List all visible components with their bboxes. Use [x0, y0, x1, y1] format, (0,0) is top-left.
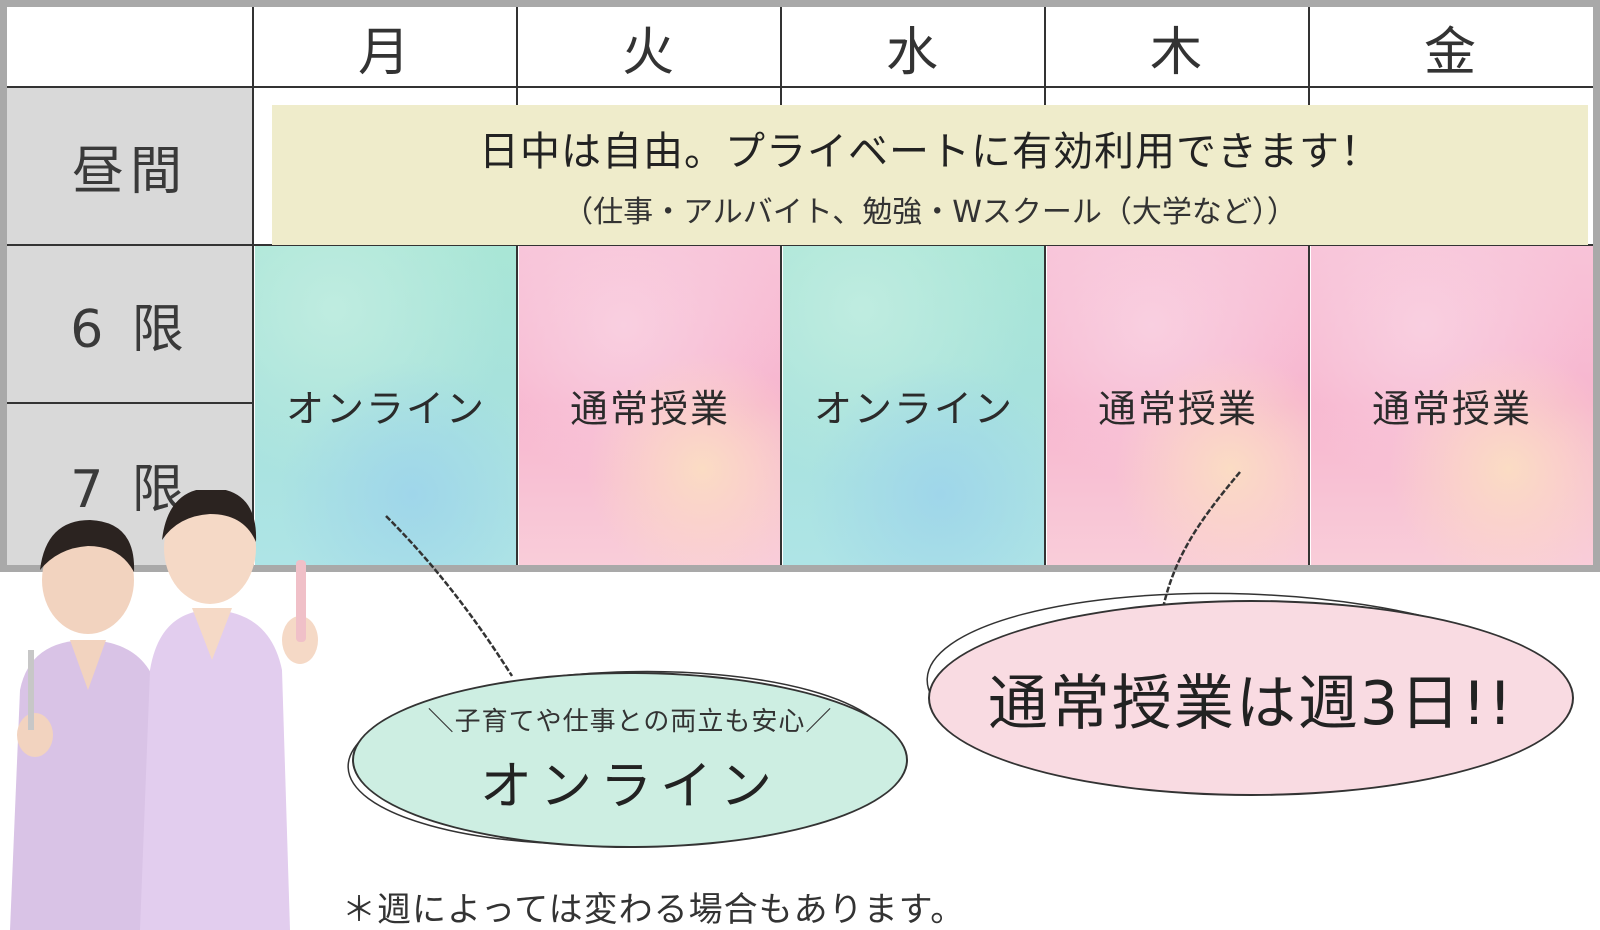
- grid-line: [1044, 7, 1046, 565]
- class-cell-fri: 通常授業: [1311, 245, 1593, 565]
- class-label-wed: オンライン: [813, 386, 1014, 431]
- class-label-tue: 通常授業: [569, 386, 730, 431]
- staff-illustration: [10, 490, 318, 930]
- class-label-thu: 通常授業: [1097, 386, 1258, 431]
- timetable: 昼間 6 限 7 限 月 火 水 木 金 オンライン 通常授業 オンライン 通常…: [0, 0, 1600, 572]
- footnote: ＊週によっては変わる場合もあります。: [342, 890, 966, 930]
- lunch-main-text: 日中は自由。プライベートに有効利用できます！: [479, 129, 1381, 175]
- day-header-mon: 月: [357, 22, 412, 83]
- class-cell-tue: 通常授業: [519, 245, 781, 565]
- grid-line: [516, 7, 518, 565]
- online-callout-subtext: ＼子育てや仕事との両立も安心／: [427, 707, 833, 737]
- staff-person-right: [140, 490, 318, 930]
- grid-line: [7, 402, 253, 404]
- class-label-fri: 通常授業: [1371, 386, 1532, 431]
- lunch-free-time-band: 日中は自由。プライベートに有効利用できます！ （仕事・アルバイト、勉強・Wスクー…: [272, 105, 1588, 245]
- row-label-period-6: 6 限: [7, 245, 253, 403]
- staff-person-left: [10, 520, 170, 930]
- row-label-lunch: 昼間: [7, 87, 253, 245]
- grid-line: [1308, 7, 1310, 565]
- normal-class-callout-bubble: 通常授業は週3日!!: [928, 600, 1574, 796]
- day-header-thu: 木: [1149, 22, 1204, 83]
- day-header-wed: 水: [885, 22, 940, 83]
- normal-class-callout-title: 通常授業は週3日!!: [987, 668, 1515, 739]
- class-label-mon: オンライン: [285, 386, 486, 431]
- class-cell-thu: 通常授業: [1047, 245, 1309, 565]
- grid-line: [252, 7, 254, 565]
- class-cell-wed: オンライン: [783, 245, 1045, 565]
- day-header-tue: 火: [621, 22, 676, 83]
- grid-line: [7, 86, 1593, 88]
- online-callout-bubble: ＼子育てや仕事との両立も安心／ オンライン: [352, 672, 908, 848]
- grid-line: [780, 7, 782, 565]
- row-label-period-7: 7 限: [7, 403, 253, 565]
- day-header-fri: 金: [1423, 22, 1478, 83]
- lunch-sub-text: （仕事・アルバイト、勉強・Wスクール（大学など））: [563, 195, 1297, 230]
- class-cell-mon: オンライン: [255, 245, 517, 565]
- online-callout-title: オンライン: [479, 757, 780, 817]
- grid-line: [7, 244, 1593, 246]
